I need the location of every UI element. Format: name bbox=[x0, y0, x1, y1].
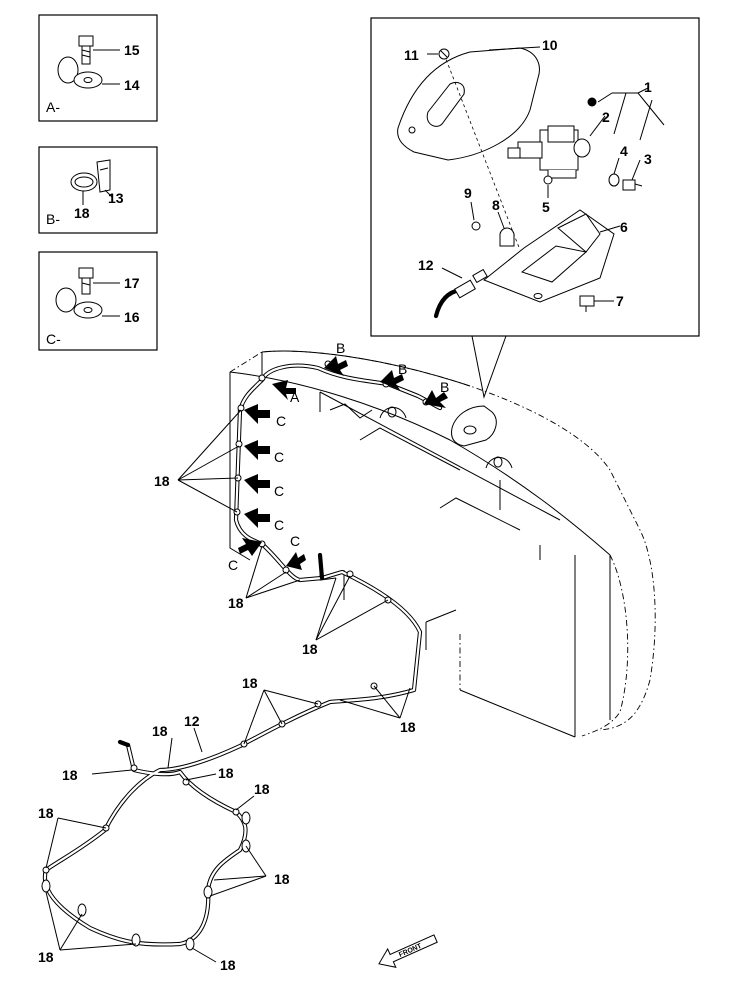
clamp-icon bbox=[55, 287, 103, 319]
bolt-icon bbox=[78, 267, 94, 295]
arrow-c-icon bbox=[244, 404, 270, 424]
view-label-c: C bbox=[290, 533, 300, 549]
view-label-b: B bbox=[440, 379, 449, 395]
arrow-c-icon bbox=[286, 552, 306, 570]
arrow-c-icon bbox=[244, 440, 270, 460]
hose-route bbox=[42, 363, 443, 947]
label-18: 18 bbox=[38, 949, 54, 965]
clip-icon bbox=[258, 374, 266, 382]
label-8: 8 bbox=[492, 197, 500, 213]
inset-a: 15 14 A- bbox=[38, 14, 158, 122]
label-7: 7 bbox=[616, 293, 624, 309]
clip-icon bbox=[130, 764, 138, 772]
label-18: 18 bbox=[242, 675, 258, 691]
clip-markers bbox=[41, 360, 430, 951]
arrow-a-icon bbox=[272, 380, 296, 400]
label-13: 13 bbox=[108, 190, 124, 206]
bolt-icon bbox=[543, 175, 553, 185]
inset-a-caption: A- bbox=[46, 99, 60, 115]
arrow-c-icon bbox=[244, 474, 270, 494]
label-5: 5 bbox=[542, 199, 550, 215]
bolt-icon bbox=[579, 295, 595, 312]
clip-icon bbox=[232, 808, 240, 816]
leader-lines bbox=[45, 409, 411, 963]
label-1: 1 bbox=[644, 79, 652, 95]
clip-icon bbox=[203, 885, 213, 899]
sensor-assembly-icon bbox=[507, 125, 591, 179]
clip-icon bbox=[185, 937, 195, 951]
view-label-c: C bbox=[274, 449, 284, 465]
label-4: 4 bbox=[620, 143, 628, 159]
cover-icon bbox=[397, 47, 540, 161]
label-17: 17 bbox=[124, 275, 140, 291]
arrow-b-icon bbox=[380, 370, 404, 390]
clip-icon bbox=[282, 566, 290, 574]
inset-b: 13 18 B- bbox=[38, 146, 158, 234]
clip-icon bbox=[77, 903, 87, 917]
label-18: 18 bbox=[254, 781, 270, 797]
bolt-icon bbox=[78, 35, 94, 65]
clamp-icon bbox=[499, 227, 515, 247]
front-arrow: FRONT bbox=[378, 934, 438, 968]
clamp-icon bbox=[57, 56, 103, 89]
label-18: 18 bbox=[154, 473, 170, 489]
clip-icon bbox=[41, 879, 51, 893]
label-15: 15 bbox=[124, 42, 140, 58]
view-label-a: A bbox=[290, 389, 300, 405]
label-18: 18 bbox=[220, 957, 236, 973]
inset-c-caption: C- bbox=[46, 331, 61, 347]
main-labels: 18 18 18 18 18 18 12 18 18 18 18 18 18 1… bbox=[38, 473, 416, 973]
label-18: 18 bbox=[218, 765, 234, 781]
wire-harness-icon bbox=[433, 268, 488, 319]
label-12: 12 bbox=[184, 713, 200, 729]
clip-icon bbox=[235, 440, 243, 448]
label-9: 9 bbox=[464, 185, 472, 201]
label-10: 10 bbox=[542, 37, 558, 53]
sensor-icon bbox=[451, 405, 497, 447]
view-arrows: B B B A C C C C C C bbox=[228, 340, 449, 573]
arrow-b-icon bbox=[424, 390, 448, 408]
label-12-detail: 12 bbox=[418, 257, 434, 273]
label-3: 3 bbox=[644, 151, 652, 167]
clip-icon bbox=[237, 404, 245, 412]
inset-b-caption: B- bbox=[46, 211, 60, 227]
label-18: 18 bbox=[228, 595, 244, 611]
bracket-icon bbox=[483, 209, 615, 303]
clip-icon bbox=[131, 933, 141, 947]
view-label-b: B bbox=[336, 340, 345, 356]
arrow-c-icon bbox=[244, 508, 270, 528]
view-label-c: C bbox=[274, 517, 284, 533]
inset-c: 17 16 C- bbox=[38, 251, 158, 351]
label-18: 18 bbox=[400, 719, 416, 735]
label-14: 14 bbox=[124, 77, 140, 93]
label-18: 18 bbox=[274, 871, 290, 887]
view-label-c: C bbox=[274, 483, 284, 499]
view-label-c: C bbox=[276, 413, 286, 429]
view-label-b: B bbox=[398, 361, 407, 377]
clip-icon bbox=[182, 778, 190, 786]
bolt-icon bbox=[438, 48, 450, 60]
clip-icon bbox=[70, 159, 111, 193]
label-18: 18 bbox=[62, 767, 78, 783]
bolt-icon bbox=[471, 221, 481, 231]
label-18: 18 bbox=[38, 805, 54, 821]
label-18: 18 bbox=[302, 641, 318, 657]
bolt-icon bbox=[622, 179, 643, 191]
label-11: 11 bbox=[404, 47, 419, 63]
front-arrow-icon bbox=[378, 934, 438, 968]
washer-icon bbox=[608, 173, 620, 187]
label-18-inset: 18 bbox=[74, 205, 90, 221]
label-18: 18 bbox=[152, 723, 168, 739]
detail-box: 11 10 1 2 4 3 9 5 8 6 12 7 bbox=[370, 17, 700, 399]
arrow-c-icon bbox=[238, 538, 262, 556]
label-16: 16 bbox=[124, 309, 140, 325]
label-2: 2 bbox=[602, 109, 610, 125]
arrow-b-icon bbox=[324, 356, 348, 376]
label-6: 6 bbox=[620, 219, 628, 235]
view-label-c: C bbox=[228, 557, 238, 573]
clip-icon bbox=[241, 811, 251, 825]
